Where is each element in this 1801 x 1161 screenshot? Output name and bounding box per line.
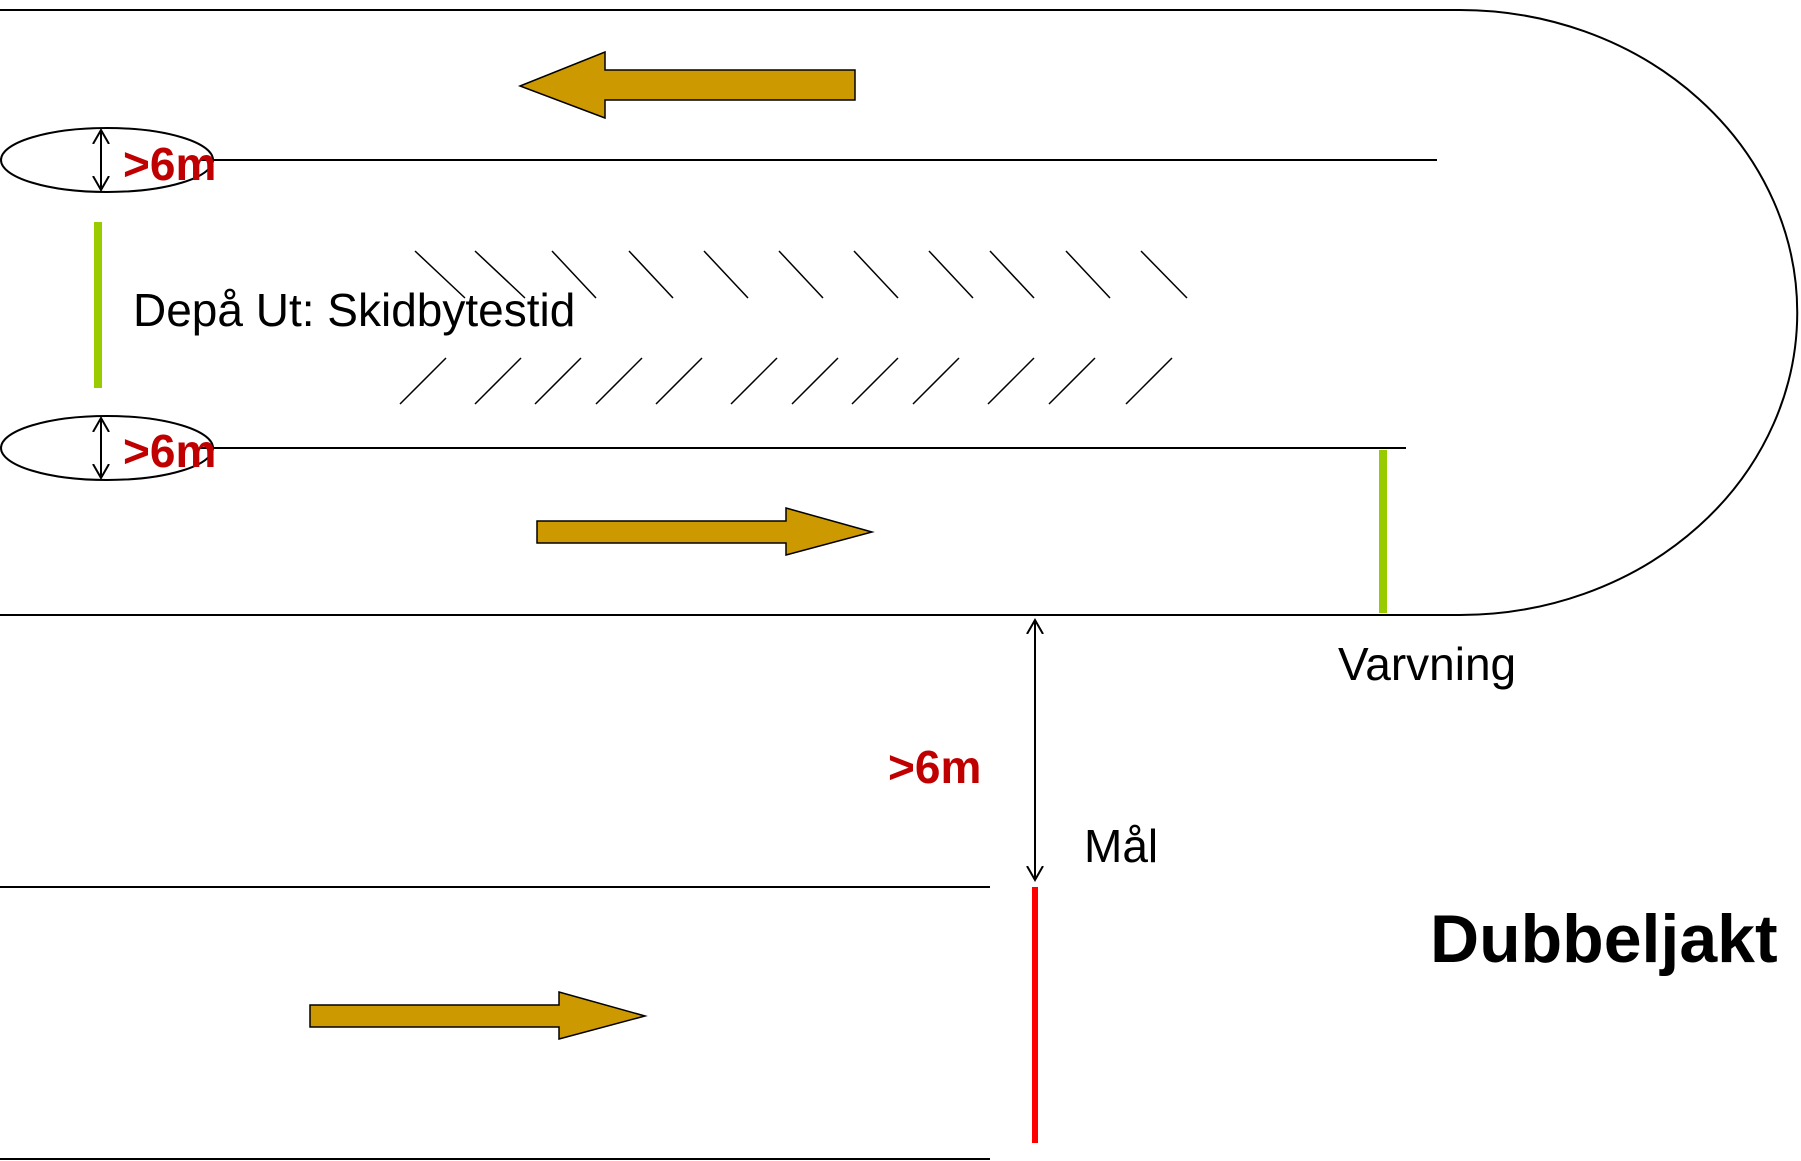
pit-hatch-backslash — [414, 250, 1188, 299]
finish-label: Mål — [1084, 820, 1159, 872]
warning-label: Varvning — [1338, 638, 1517, 690]
direction-arrow-right-lower — [309, 991, 648, 1040]
outer-track-line — [0, 9, 1799, 616]
direction-arrow-left — [517, 50, 856, 120]
pit-hatch-slash — [399, 357, 1173, 405]
distance-label-finish: >6m — [888, 741, 982, 793]
direction-arrow-right-upper — [536, 507, 875, 556]
distance-label-middle: >6m — [123, 425, 217, 477]
diagram-title: Dubbeljakt — [1430, 901, 1778, 977]
distance-label-top: >6m — [123, 138, 217, 190]
depot-out-label: Depå Ut: Skidbytestid — [133, 284, 576, 336]
